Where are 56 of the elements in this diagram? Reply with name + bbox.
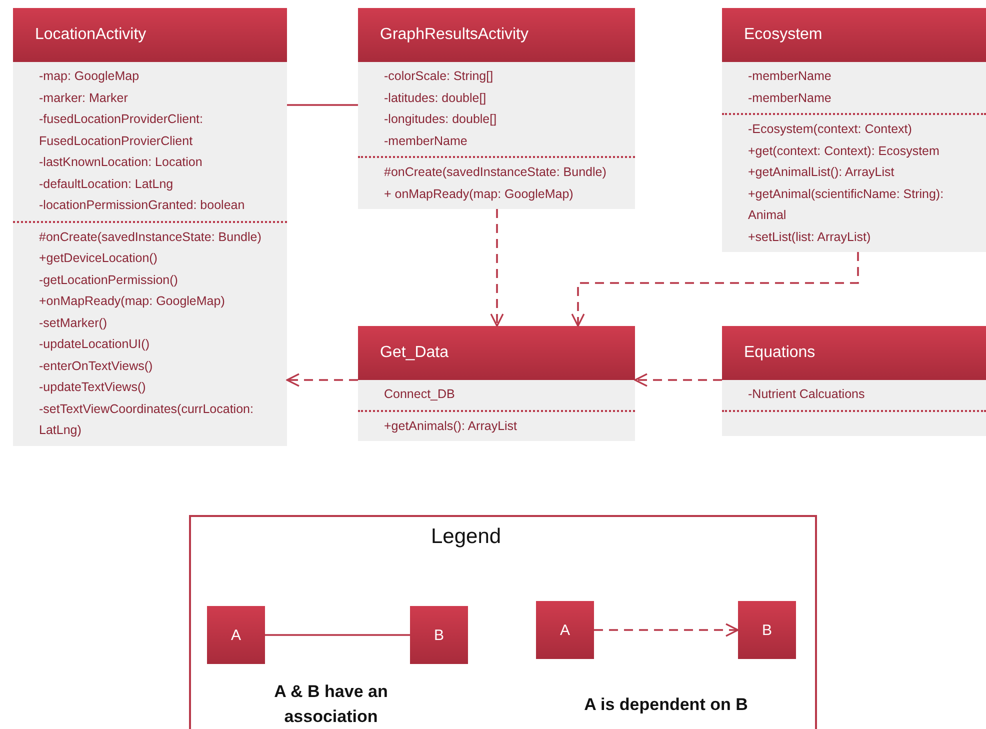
association-line (265, 634, 410, 636)
method-text: + onMapReady(map: GoogleMap) (384, 186, 574, 203)
dependency-arrow (286, 373, 358, 387)
dependency-arrow (634, 373, 722, 387)
legend-caption: A is dependent on B (583, 694, 749, 716)
attribute-text: -defaultLocation: LatLng (39, 176, 174, 193)
example-class-box: A (207, 606, 265, 664)
method-text: +getAnimal(scientificName: String): Animal (748, 186, 945, 224)
method-text: +getDeviceLocation() (39, 250, 158, 267)
class-name: Equations (722, 326, 986, 380)
attribute-text: -memberName (748, 68, 832, 85)
example-class-box: A (536, 601, 594, 659)
method-text: #onCreate(savedInstanceState: Bundle) (384, 164, 608, 181)
method-text: -updateTextViews() (39, 379, 147, 396)
class-box (358, 326, 635, 441)
dependency-arrow (571, 252, 859, 327)
attribute-text: -memberName (384, 132, 468, 150)
class-box (13, 8, 287, 446)
method-text: +onMapReady(map: GoogleMap) (39, 293, 226, 310)
attribute-text: -Nutrient Calcuations (748, 386, 866, 403)
example-class-box: B (738, 601, 796, 659)
attribute-text: -map: GoogleMap (39, 68, 140, 85)
method-text: #onCreate(savedInstanceState: Bundle) (39, 228, 262, 246)
method-text: -getLocationPermission() (39, 272, 179, 289)
example-class-box: B (410, 606, 468, 664)
method-text: -Ecosystem(context: Context) (748, 121, 913, 138)
attribute-text: -latitudes: double[] (384, 90, 488, 107)
attribute-text: -longitudes: double[] (384, 111, 498, 128)
method-text: -updateLocationUI() (39, 336, 150, 353)
class-box (722, 8, 986, 252)
class-name: Get_Data (358, 326, 635, 380)
class-name: LocationActivity (13, 8, 287, 62)
method-text: +getAnimals(): ArrayList (384, 418, 518, 435)
method-text: +getAnimalList(): ArrayList (748, 164, 896, 181)
method-text: -enterOnTextViews() (39, 358, 154, 375)
attribute-text: -colorScale: String[] (384, 68, 494, 85)
legend-box (189, 515, 817, 729)
class-name: Ecosystem (722, 8, 986, 62)
legend-caption: A & B have an association (273, 681, 389, 728)
legend-title: Legend (431, 525, 502, 549)
attribute-text: -memberName (748, 90, 832, 106)
method-text: -setMarker() (39, 314, 108, 332)
dependency-arrow (594, 623, 739, 637)
class-name: GraphResultsActivity (358, 8, 635, 62)
dependency-arrow (490, 209, 504, 327)
method-text: +setList(list: ArrayList) (748, 228, 872, 246)
attribute-text: -lastKnownLocation: Location (39, 154, 204, 171)
attribute-text: Connect_DB (384, 386, 456, 403)
association-line (287, 104, 358, 106)
attribute-text: -locationPermissionGranted: boolean (39, 197, 246, 214)
class-box (722, 326, 986, 436)
attribute-text: -marker: Marker (39, 90, 129, 106)
class-box (358, 8, 635, 209)
attribute-text: -fusedLocationProviderClient: FusedLocationProvierClient (39, 111, 204, 150)
method-text: +get(context: Context): Ecosystem (748, 142, 940, 160)
method-text: -setTextViewCoordinates(currLocation: LatLng) (39, 400, 254, 439)
